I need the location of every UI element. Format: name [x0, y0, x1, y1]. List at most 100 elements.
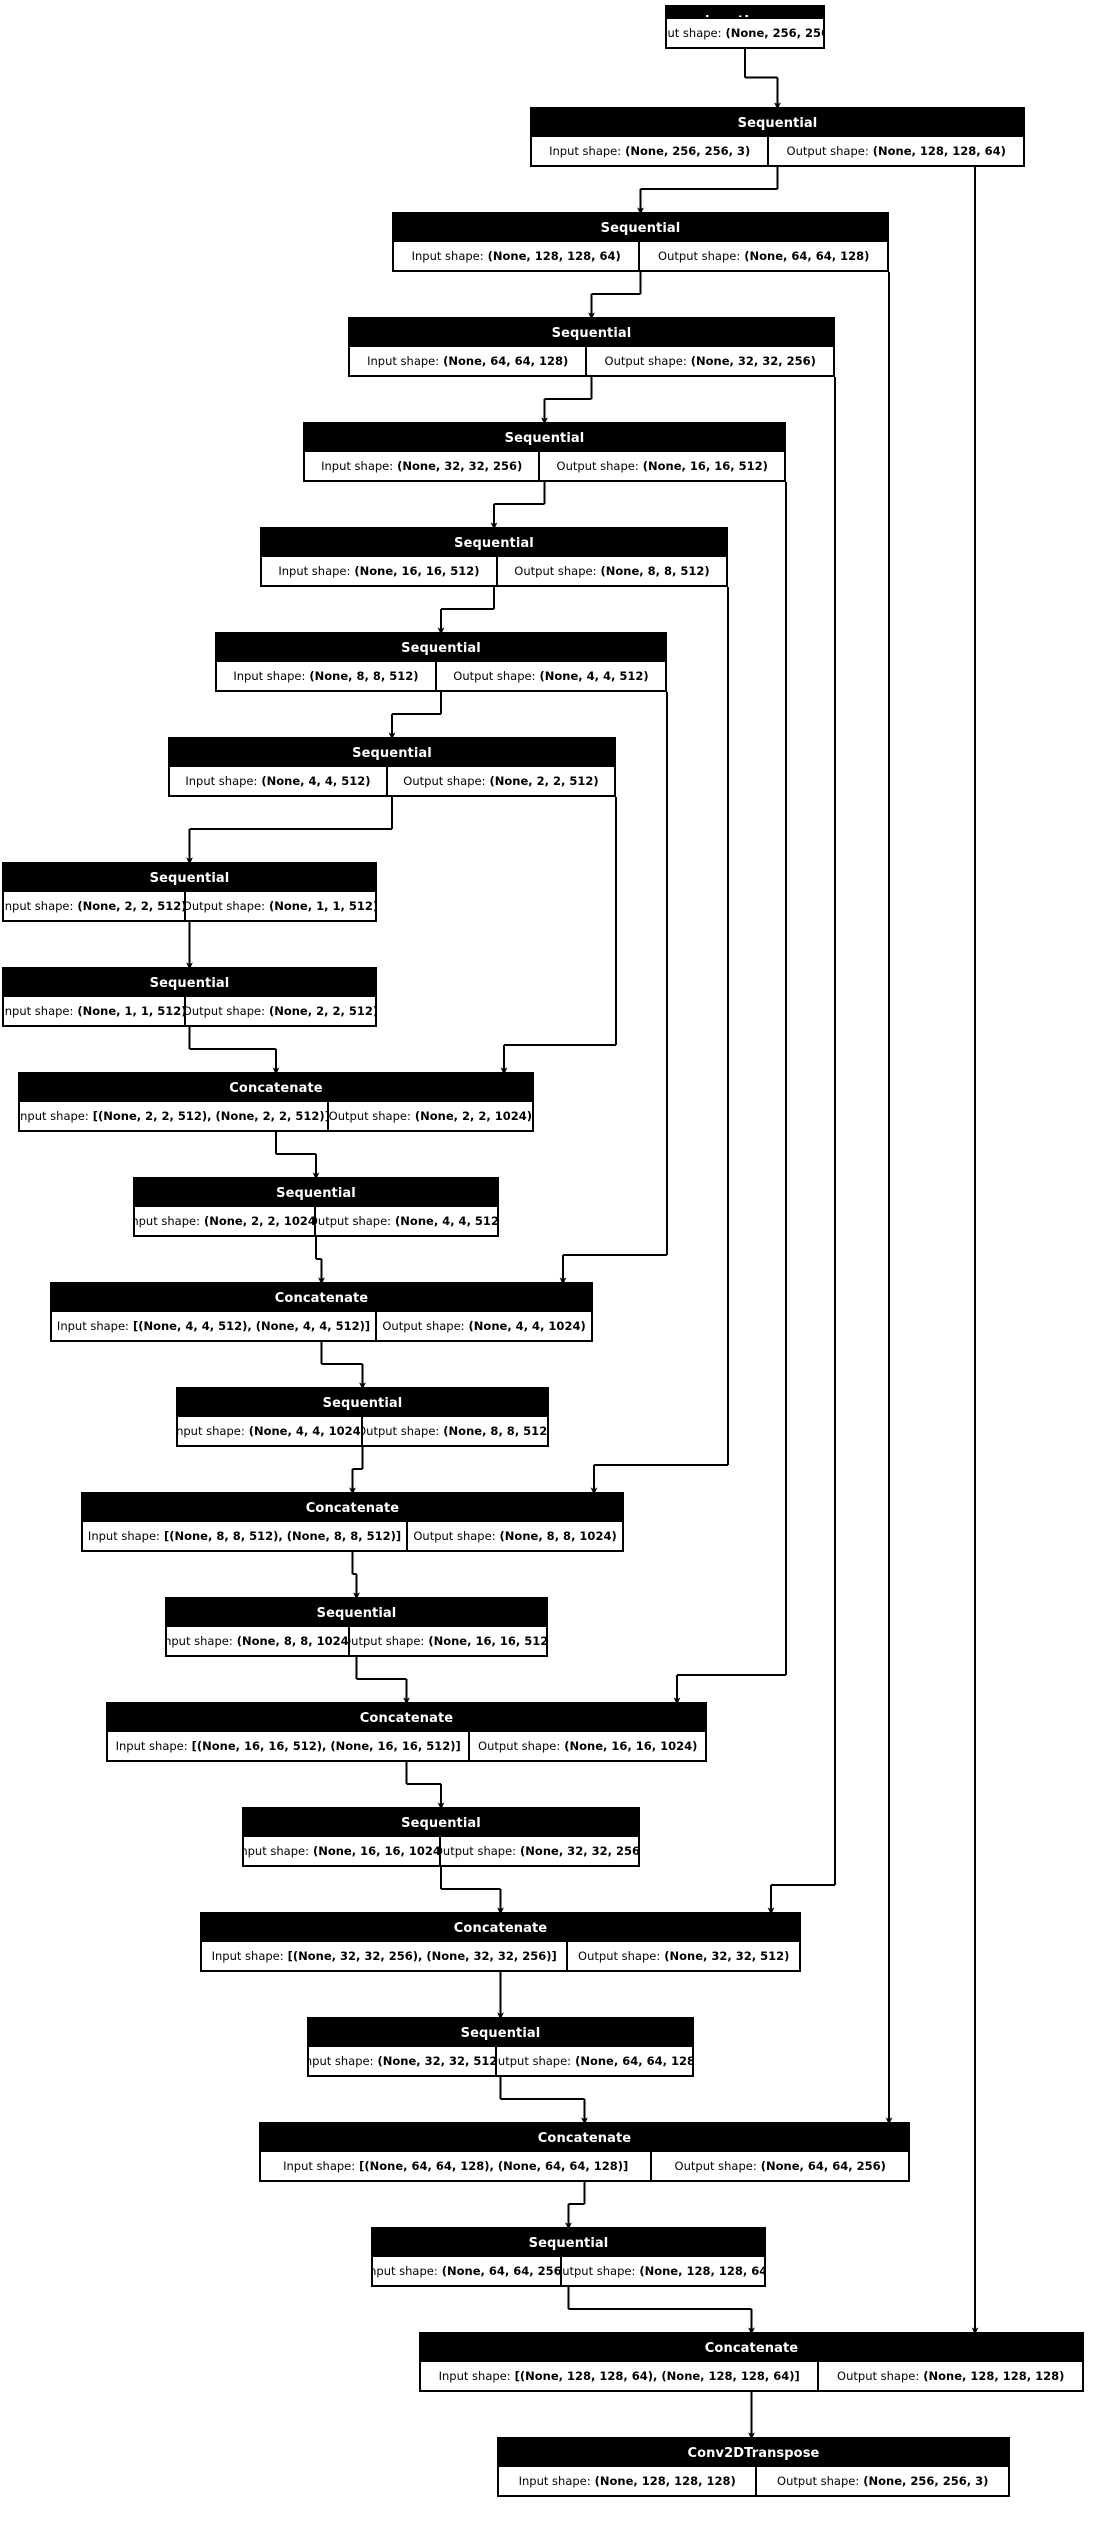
- input-shape-label: Input shape:: [518, 2474, 591, 2488]
- input-shape-label: Input shape:: [56, 1319, 129, 1333]
- node-title: Concatenate: [52, 1284, 591, 1310]
- output-shape-value: (None, 16, 16, 512): [428, 1634, 546, 1648]
- node-title: Sequential: [305, 424, 784, 450]
- graph-node-inputlayer[interactable]: InputLayerOutput shape:(None, 256, 256, …: [665, 5, 825, 49]
- output-shape-value: (None, 1, 1, 512): [268, 899, 375, 913]
- output-shape-label: Output shape:: [403, 774, 486, 788]
- input-shape-label: Input shape:: [373, 2264, 438, 2278]
- node-input-shape: Input shape:(None, 256, 256, 3): [532, 137, 767, 165]
- node-shape-row: Input shape:(None, 2, 2, 1024)Output sha…: [135, 1205, 497, 1235]
- node-output-shape: Output shape:(None, 16, 16, 512): [347, 1627, 546, 1655]
- input-shape-label: Input shape:: [438, 2369, 511, 2383]
- input-shape-label: Input shape:: [115, 1739, 188, 1753]
- input-shape-label: Input shape:: [233, 669, 306, 683]
- output-shape-label: Output shape:: [556, 459, 639, 473]
- output-shape-value: (None, 32, 32, 512): [664, 1949, 790, 1963]
- node-output-shape: Output shape:(None, 8, 8, 512): [360, 1417, 547, 1445]
- input-shape-label: Input shape:: [549, 144, 622, 158]
- output-shape-value: (None, 2, 2, 512): [268, 1004, 375, 1018]
- edge-group: [186, 49, 979, 2440]
- output-shape-value: (None, 2, 2, 512): [489, 774, 599, 788]
- input-shape-label: Input shape:: [309, 2054, 374, 2068]
- node-title: Sequential: [394, 214, 887, 240]
- output-shape-label: Output shape:: [604, 354, 687, 368]
- input-shape-value: (None, 32, 32, 256): [397, 459, 523, 473]
- node-output-shape: Output shape:(None, 32, 32, 256): [439, 1837, 638, 1865]
- node-output-shape: Output shape:(None, 8, 8, 512): [495, 557, 726, 585]
- node-shape-row: Input shape:[(None, 2, 2, 512), (None, 2…: [20, 1100, 532, 1130]
- input-shape-label: Input shape:: [367, 354, 440, 368]
- input-shape-value: [(None, 4, 4, 512), (None, 4, 4, 512)]: [132, 1319, 371, 1333]
- input-shape-value: (None, 32, 32, 512): [377, 2054, 496, 2068]
- output-shape-label: Output shape:: [674, 2159, 757, 2173]
- node-input-shape: Input shape:(None, 8, 8, 512): [217, 662, 435, 690]
- input-shape-value: (None, 2, 2, 512): [77, 899, 184, 913]
- output-shape-value: (None, 64, 64, 128): [744, 249, 870, 263]
- input-shape-value: (None, 128, 128, 128): [594, 2474, 736, 2488]
- input-shape-value: [(None, 64, 64, 128), (None, 64, 64, 128…: [359, 2159, 629, 2173]
- input-shape-label: Input shape:: [211, 1949, 284, 1963]
- output-shape-label: Output shape:: [183, 899, 265, 913]
- node-output-shape: Output shape:(None, 16, 16, 512): [538, 452, 784, 480]
- node-title: Concatenate: [108, 1704, 705, 1730]
- output-shape-value: (None, 4, 4, 512): [539, 669, 649, 683]
- node-title: Sequential: [167, 1599, 546, 1625]
- node-output-shape: Output shape:(None, 64, 64, 128): [495, 2047, 692, 2075]
- input-shape-value: (None, 8, 8, 512): [309, 669, 419, 683]
- node-output-shape: Output shape:(None, 256, 256, 3): [667, 19, 823, 47]
- node-input-shape: Input shape:(None, 1, 1, 512): [4, 997, 184, 1025]
- node-title: Concatenate: [261, 2124, 908, 2150]
- node-title: Sequential: [4, 969, 375, 995]
- node-title: Concatenate: [202, 1914, 799, 1940]
- node-shape-row: Input shape:(None, 32, 32, 256)Output sh…: [305, 450, 784, 480]
- node-shape-row: Input shape:[(None, 8, 8, 512), (None, 8…: [83, 1520, 622, 1550]
- input-shape-value: (None, 8, 8, 1024): [236, 1634, 348, 1648]
- output-shape-value: (None, 4, 4, 1024): [468, 1319, 586, 1333]
- output-shape-label: Output shape:: [183, 1004, 265, 1018]
- node-output-shape: Output shape:(None, 4, 4, 1024): [375, 1312, 591, 1340]
- node-shape-row: Input shape:[(None, 128, 128, 64), (None…: [421, 2360, 1082, 2390]
- output-shape-value: (None, 16, 16, 512): [642, 459, 768, 473]
- input-shape-value: [(None, 32, 32, 256), (None, 32, 32, 256…: [287, 1949, 557, 1963]
- output-shape-value: (None, 2, 2, 1024): [414, 1109, 532, 1123]
- node-title: Sequential: [350, 319, 833, 345]
- output-shape-value: (None, 16, 16, 1024): [564, 1739, 698, 1753]
- node-input-shape: Input shape:(None, 128, 128, 64): [394, 242, 638, 270]
- node-shape-row: Input shape:(None, 256, 256, 3)Output sh…: [532, 135, 1023, 165]
- input-shape-value: (None, 16, 16, 1024): [312, 1844, 440, 1858]
- node-input-shape: Input shape:(None, 2, 2, 1024): [135, 1207, 314, 1235]
- node-output-shape: Output shape:(None, 32, 32, 256): [585, 347, 833, 375]
- node-shape-row: Input shape:(None, 4, 4, 512)Output shap…: [170, 765, 614, 795]
- output-shape-label: Output shape:: [559, 2264, 636, 2278]
- input-shape-value: (None, 4, 4, 1024): [248, 1424, 361, 1438]
- output-shape-label: Output shape:: [478, 1739, 561, 1753]
- node-shape-row: Input shape:[(None, 16, 16, 512), (None,…: [108, 1730, 705, 1760]
- node-input-shape: Input shape:(None, 8, 8, 1024): [167, 1627, 348, 1655]
- input-shape-value: (None, 2, 2, 1024): [203, 1214, 315, 1228]
- node-shape-row: Input shape:(None, 128, 128, 128)Output …: [499, 2465, 1008, 2495]
- output-shape-label: Output shape:: [328, 1109, 411, 1123]
